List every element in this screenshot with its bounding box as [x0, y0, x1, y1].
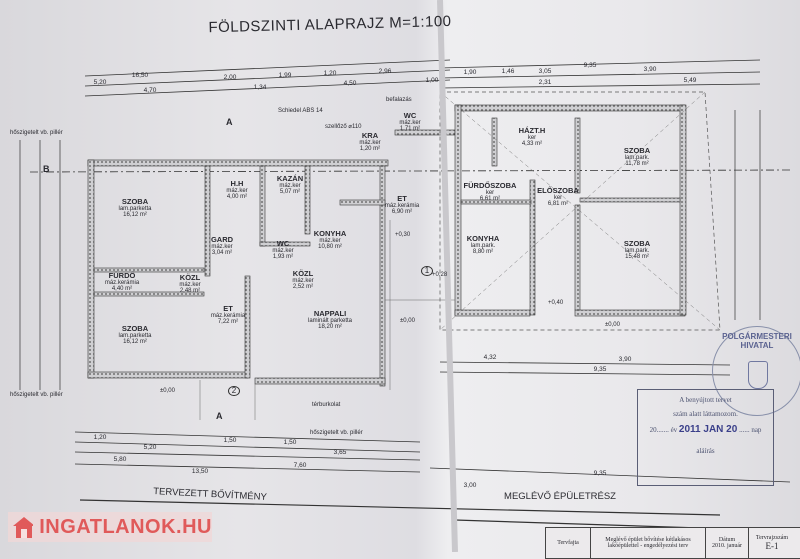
- entrance-marker: 2: [228, 386, 240, 397]
- dim-label: 2,00: [223, 74, 237, 82]
- roof-outline: [439, 91, 721, 331]
- dim-label: 1,00: [425, 77, 439, 85]
- vent-label: szellőző ⌀110: [325, 124, 362, 130]
- existing-walls: [454, 104, 687, 317]
- paper-fold: [437, 0, 458, 552]
- level-label: ±0,00: [400, 318, 415, 324]
- level-label: +0,30: [395, 232, 411, 238]
- dim-label: 1,20: [93, 434, 107, 442]
- section-mark-a: A: [226, 117, 233, 127]
- coat-of-arms-icon: [748, 361, 768, 389]
- bottom-dimension-lines: [74, 361, 791, 529]
- dim-label: 3,05: [538, 68, 552, 76]
- dim-label: 1,20: [323, 70, 337, 78]
- dim-label: 3,65: [333, 449, 347, 457]
- dim-label: 1,50: [283, 439, 297, 447]
- dim-label: 3,00: [463, 482, 477, 490]
- dim-label: 9,35: [593, 366, 607, 374]
- dim-label: 3,90: [643, 66, 657, 74]
- official-seal: POLGÁRMESTERI HIVATAL: [712, 326, 800, 416]
- walled-in-label: befalazás: [386, 97, 412, 103]
- dim-label: 7,60: [293, 462, 307, 470]
- dim-label: 5,20: [93, 79, 107, 87]
- dim-label: 5,80: [113, 456, 127, 464]
- section-mark-a: A: [216, 411, 223, 421]
- dim-label: 1,50: [223, 437, 237, 445]
- stamp-line: szám alatt láttamozom.: [673, 410, 738, 418]
- title-block-date-label: Dátum: [718, 537, 736, 543]
- stamp-date: 2011 JAN 20: [678, 424, 738, 435]
- dim-label: 1,46: [501, 68, 515, 76]
- zone-existing-label: MEGLÉVŐ ÉPÜLETRÉSZ: [504, 491, 616, 503]
- level-label: ±0,00: [605, 322, 620, 328]
- axis-line-b: [29, 169, 791, 173]
- watermark-text: INGATLANOK.HU: [39, 515, 212, 538]
- dim-total-extension: 16,50: [131, 72, 149, 80]
- title-block-description: Meglévő épület bővítése kétlakásos lakóé…: [591, 528, 706, 558]
- title-block-number-label: Tervrajzszám: [755, 535, 789, 541]
- dim-label: 2,96: [378, 68, 392, 76]
- dim-label: 1,99: [278, 72, 292, 80]
- dim-total-existing: 9,35: [583, 62, 597, 70]
- level-label: +0,40: [548, 300, 564, 306]
- paving-label: térburkolat: [312, 402, 341, 408]
- stamp-signature: aláírás: [696, 447, 715, 455]
- approval-stamp: A benyújtott tervet szám alatt láttamozo…: [637, 389, 774, 486]
- dim-label: 4,70: [143, 87, 157, 95]
- seal-text: POLGÁRMESTERI HIVATAL: [722, 332, 792, 350]
- dim-label: 1,34: [253, 84, 267, 92]
- dim-total-existing-bottom: 9,35: [593, 470, 607, 478]
- title-block-number: E-1: [765, 541, 779, 551]
- chimney-label: Schiedel ABS 14: [278, 108, 323, 114]
- dim-label: 4,50: [343, 80, 357, 88]
- pillar-label: hőszigetelt vb. pillér: [310, 430, 363, 436]
- level-label: +0,28: [432, 272, 448, 278]
- dim-label: 4,32: [483, 354, 497, 362]
- extension-walls: [87, 129, 456, 387]
- stamp-date-suffix: ...... nap: [739, 426, 762, 434]
- dim-label: 1,90: [463, 69, 477, 77]
- title-block: Tervfajta Meglévő épület bővítése kétlak…: [545, 527, 800, 559]
- entrance-marker: 1: [421, 266, 433, 277]
- title-block-type-label: Tervfajta: [546, 528, 591, 558]
- ingatlanok-watermark: INGATLANOK.HU: [8, 512, 212, 542]
- pillar-label: hőszigetelt vb. pillér: [10, 130, 63, 136]
- dim-total-extension-bottom: 13,50: [191, 468, 209, 476]
- stamp-line: A benyújtott tervet: [679, 396, 732, 404]
- terrace-paving: [199, 220, 455, 420]
- stamp-date-prefix: 20....... év: [649, 426, 678, 434]
- level-label: ±0,00: [160, 388, 175, 394]
- dim-label: 5,20: [143, 444, 157, 452]
- axis-mark-b: B: [43, 164, 50, 174]
- title-block-date: 2010. január: [712, 543, 742, 549]
- side-dimension-lines: [19, 110, 761, 390]
- dim-label: 2,31: [538, 79, 552, 87]
- top-dimension-lines: [84, 59, 761, 97]
- dim-label: 5,49: [683, 77, 697, 85]
- dim-label: 3,90: [618, 356, 632, 364]
- house-icon: [13, 517, 34, 538]
- pillar-label: hőszigetelt vb. pillér: [10, 392, 63, 398]
